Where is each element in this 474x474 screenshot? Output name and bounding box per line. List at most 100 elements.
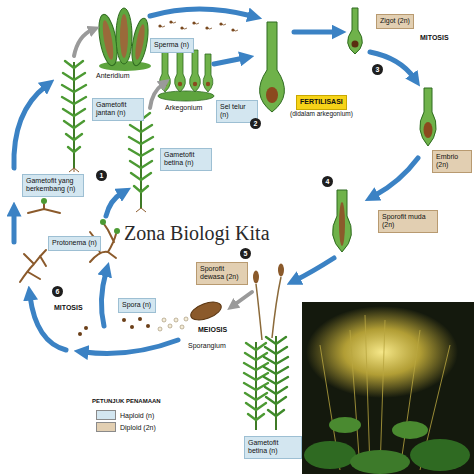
protonema-drawing (20, 250, 46, 282)
moss-photo (350, 450, 410, 474)
stage-label: Zigot (2n) (380, 17, 410, 25)
label-box: Protonema (n) (48, 236, 101, 251)
zygote-drawing (352, 41, 359, 48)
callout-number: 2 (250, 118, 261, 129)
stage-label: Embrio (2n) (436, 153, 468, 169)
callout-circle (250, 118, 261, 129)
legend-text: Haploid (n) (120, 412, 154, 419)
antheridium-drawing (133, 24, 146, 61)
label-box: Sporofit dewasa (2n) (196, 262, 248, 285)
part-name: Sporangium (188, 342, 226, 350)
stage-label: Sporofit muda (2n) (382, 213, 434, 229)
antheridium-drawing (116, 8, 132, 64)
callout-number: 4 (322, 176, 333, 187)
sperm-cells (158, 20, 238, 31)
young-sporophyte-drawing (333, 190, 352, 252)
spores (78, 317, 150, 336)
callout-number: 5 (240, 248, 251, 259)
part-name: Anteridium (96, 72, 129, 80)
cycle-arrows (296, 258, 334, 280)
label-box: Spora (n) (118, 298, 156, 313)
archegonium-cluster (193, 82, 197, 86)
sporangium-drawing (162, 318, 166, 322)
callout-text: 2 (250, 118, 261, 129)
female-gametophyte-drawing (129, 113, 153, 212)
stage-label: Protonema (n) (52, 239, 97, 247)
mature-sporophyte-drawing (244, 343, 268, 420)
male-gametophyte-drawing (69, 168, 79, 172)
legend-title: PETUNJUK PENAMAAN (92, 398, 161, 405)
label-box: Sporofit muda (2n) (378, 210, 438, 233)
embryo-drawing (420, 88, 436, 146)
archegonium-fertilization (260, 22, 285, 112)
mature-sporophyte-drawing (256, 277, 281, 340)
stage-label: Sel telur (n) (220, 103, 254, 119)
female-gametophyte-drawing (140, 114, 142, 208)
male-gametophyte-drawing (62, 61, 86, 172)
developing-gametophyte-drawing (28, 204, 60, 213)
developing-gametophyte-drawing (41, 198, 47, 204)
callout-circle (96, 170, 107, 181)
process-name: MEIOSIS (198, 326, 227, 334)
spores (146, 324, 150, 328)
cycle-arrows (234, 292, 252, 305)
archegonium-fertilization (260, 22, 285, 112)
label-box: Gametofit jantan (n) (92, 98, 144, 121)
cycle-arrows (14, 86, 46, 168)
callout-text: 1 (96, 170, 107, 181)
moss-photo (306, 306, 458, 398)
process-name: MITOSIS (420, 34, 449, 42)
archegonium-fertilization (266, 87, 278, 103)
cycle-arrows (214, 58, 244, 64)
archegonium-cluster (190, 50, 201, 92)
antheridium-drawing (120, 14, 128, 58)
embryo-drawing (424, 122, 433, 138)
label-box: Gametofit betina (n) (244, 436, 302, 459)
antheridium-drawing (96, 8, 151, 71)
zygote-drawing (348, 8, 363, 54)
label-box: Embrio (2n) (432, 150, 472, 173)
sporangium-drawing (174, 318, 178, 322)
legend-row: Haploid (n) (96, 410, 154, 420)
archegonium-cluster (175, 52, 186, 92)
moss-photo (302, 302, 474, 474)
callout-circle (372, 64, 383, 75)
label-box: Gametofit yang berkembang (n) (22, 174, 84, 197)
cycle-arrows (374, 158, 418, 196)
zygote-drawing (348, 8, 363, 54)
mature-sporophyte-drawing (264, 337, 288, 416)
stage-label: Gametofit betina (n) (164, 151, 208, 167)
stage-label: FERTILISASI (300, 98, 343, 106)
protonema-middle-drawing (114, 228, 120, 234)
fertilization-box: FERTILISASI (296, 95, 347, 110)
sporangium-drawing (180, 325, 184, 329)
archegonium-cluster (203, 54, 213, 92)
mature-sporophyte-drawing (244, 264, 288, 431)
young-sporophyte-drawing (339, 202, 345, 246)
developing-gametophyte-drawing (28, 198, 60, 213)
cycle-arrows (106, 193, 122, 216)
callout-text: 4 (322, 176, 333, 187)
cycle-arrows (150, 84, 163, 108)
embryo-drawing (420, 88, 436, 146)
note: (didalam arkegonium) (290, 110, 353, 117)
cycle-arrows (150, 9, 252, 16)
spores (84, 326, 88, 330)
spores (138, 317, 142, 321)
label-box: Sperma (n) (150, 38, 194, 53)
cycle-arrows (74, 30, 92, 56)
archegonium-cluster (158, 50, 214, 101)
stage-label: Gametofit jantan (n) (96, 101, 140, 117)
mature-sporophyte-drawing (278, 264, 284, 277)
cycle-arrows (14, 9, 418, 354)
sporangium-drawing (188, 298, 223, 323)
sporangium-drawing (184, 317, 188, 321)
archegonium-cluster (206, 82, 210, 86)
stage-label: Sporofit dewasa (2n) (200, 265, 244, 281)
moss-photo (410, 439, 470, 471)
spores (130, 325, 134, 329)
female-gametophyte-drawing (129, 113, 153, 192)
callout-circle (240, 248, 251, 259)
label-box: Gametofit betina (n) (160, 148, 212, 171)
